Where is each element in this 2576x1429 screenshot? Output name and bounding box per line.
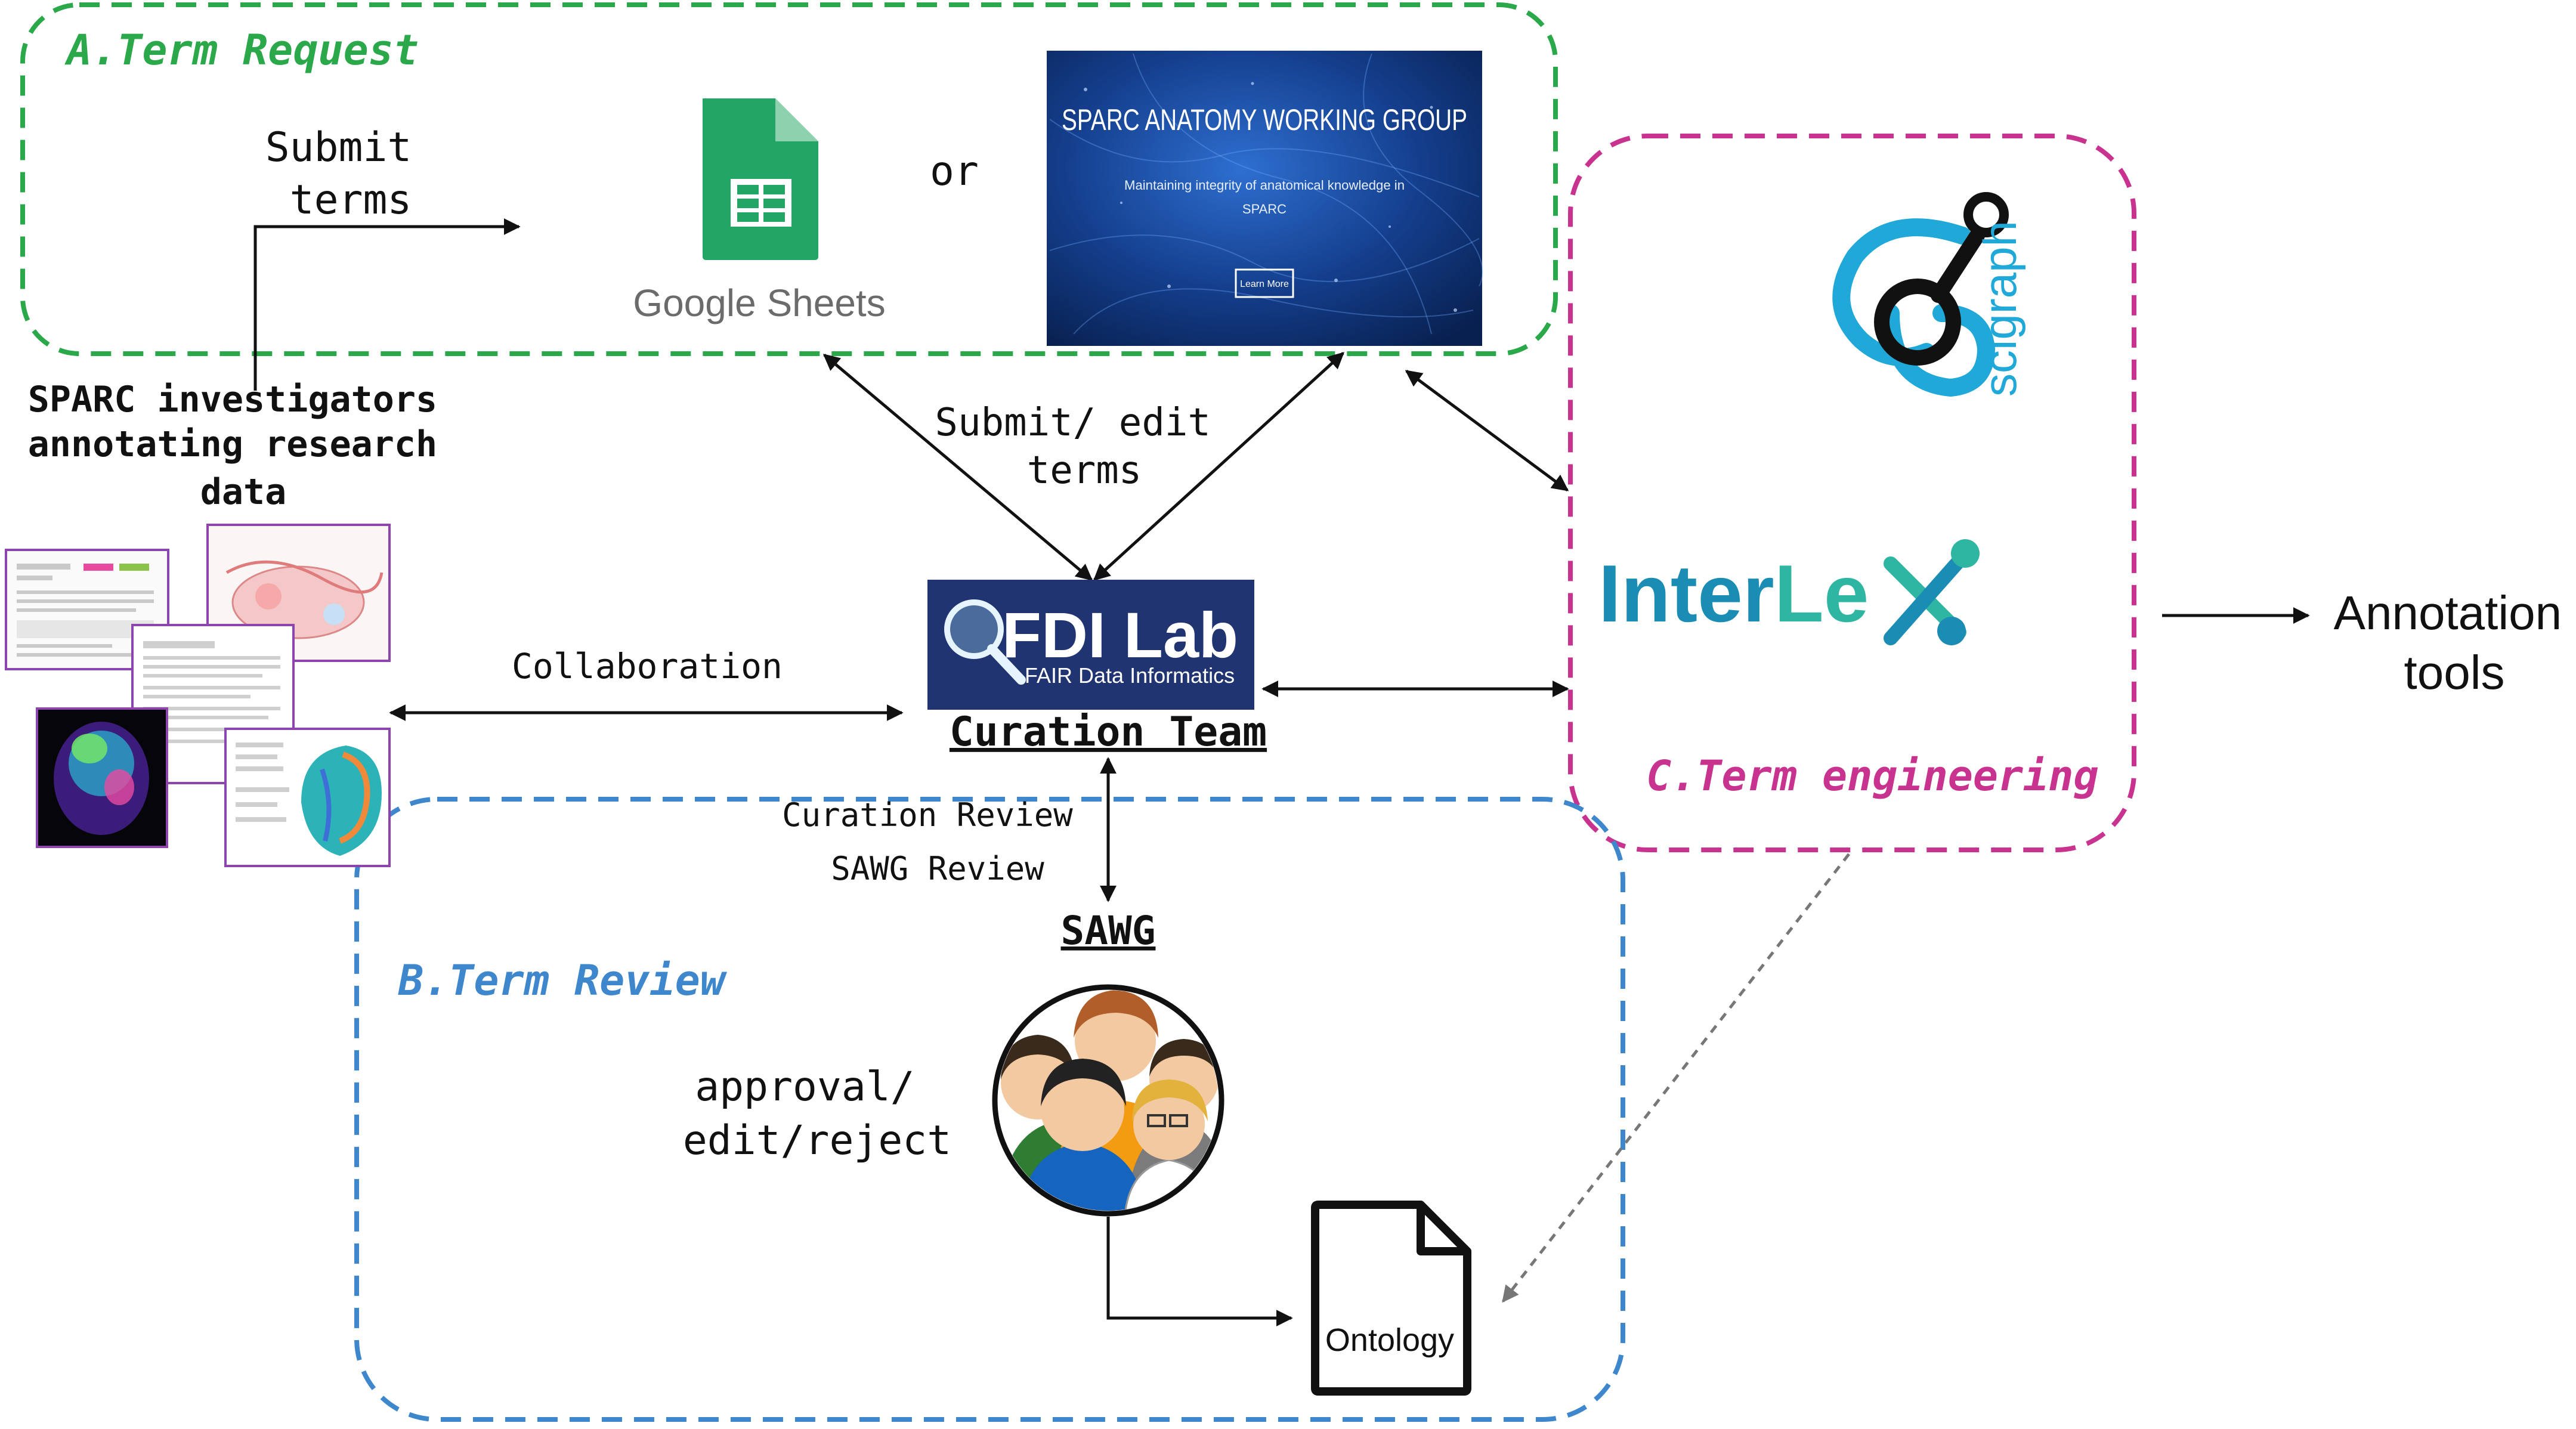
term-request-label: A.Term Request xyxy=(64,26,419,75)
investigators-label: SPARC investigators annotating research … xyxy=(28,379,459,513)
curation-review-label: Curation Review xyxy=(782,796,1073,834)
term-request-region xyxy=(20,2,1558,356)
research-data-collage xyxy=(5,524,391,867)
fdi-lab-subtitle: FAIR Data Informatics xyxy=(1025,663,1235,688)
submit-edit-arrow-banner xyxy=(1093,352,1345,581)
collaboration-label: Collaboration xyxy=(512,646,783,686)
google-sheets-icon xyxy=(703,98,818,260)
google-sheets-brand: Google Sheets xyxy=(633,282,885,324)
sawg-banner-subtitle-1: Maintaining integrity of anatomical know… xyxy=(1124,178,1405,193)
annotation-tools-line2: tools xyxy=(2404,646,2505,699)
investigators-line1: SPARC investigators xyxy=(28,379,437,420)
sawg-banner-subtitle-2: SPARC xyxy=(1242,202,1287,216)
term-review-label: B.Term Review xyxy=(398,956,728,1005)
interlex-inter: Inter xyxy=(1598,548,1774,639)
submit-edit-text: Submit/ edit terms xyxy=(935,401,1234,493)
submit-edit-arrow-sheets xyxy=(822,354,1093,581)
approval-line1: approval/ xyxy=(695,1063,914,1111)
investigators-line2: annotating research xyxy=(28,423,437,465)
interlex-x: X xyxy=(1924,604,1928,610)
engineering-ontology-arrow xyxy=(1502,853,1850,1303)
submit-terms-line2: terms xyxy=(290,177,412,224)
submit-edit-line1: Submit/ edit xyxy=(935,401,1211,445)
svg-text:InterLe: InterLe xyxy=(1598,548,1869,639)
banner-engineering-arrow xyxy=(1405,369,1569,492)
ontology-document-icon xyxy=(1311,1201,1471,1396)
submit-terms-arrow xyxy=(253,218,521,391)
fdi-lab-title: FDI Lab xyxy=(1002,599,1238,671)
or-label: or xyxy=(930,148,979,195)
interlex-logo: InterLe X xyxy=(1598,539,1980,645)
fdi-lab-logo: FDI Lab FAIR Data Informatics xyxy=(927,580,1254,710)
annotation-tools-text: Annotation tools xyxy=(2334,586,2575,699)
investigators-line3: data xyxy=(200,471,287,513)
sawg-ontology-arrow xyxy=(1106,1217,1293,1326)
term-review-region xyxy=(354,797,1625,1422)
scigraph-wordmark: scigraph xyxy=(1974,221,2026,397)
submit-terms-text: Submit terms xyxy=(265,124,437,224)
learn-more-button[interactable] xyxy=(1235,268,1294,298)
submit-edit-line2: terms xyxy=(1027,449,1142,493)
curation-team-label: Curation Team xyxy=(950,709,1267,756)
approval-text: approval/ edit/reject xyxy=(683,1063,951,1164)
term-engineering-label: C.Term engineering xyxy=(1646,751,2099,800)
people-group-icon xyxy=(992,984,1224,1217)
term-engineering-region xyxy=(1568,134,2136,852)
scigraph-logo: scigraph xyxy=(1832,192,2026,397)
ontology-label: Ontology xyxy=(1325,1322,1454,1358)
sawg-banner-title: SPARC ANATOMY WORKING GROUP xyxy=(1062,103,1467,137)
submit-terms-line1: Submit xyxy=(265,124,412,171)
interlex-le: Le xyxy=(1774,548,1869,639)
sawg-banner: SPARC ANATOMY WORKING GROUP Maintaining … xyxy=(1047,51,1483,346)
sawg-label: SAWG xyxy=(1061,908,1156,954)
annotation-tools-line1: Annotation xyxy=(2334,586,2562,639)
approval-line2: edit/reject xyxy=(683,1117,951,1164)
sawg-review-label: SAWG Review xyxy=(831,850,1044,887)
learn-more-label: Learn More xyxy=(1240,279,1289,289)
